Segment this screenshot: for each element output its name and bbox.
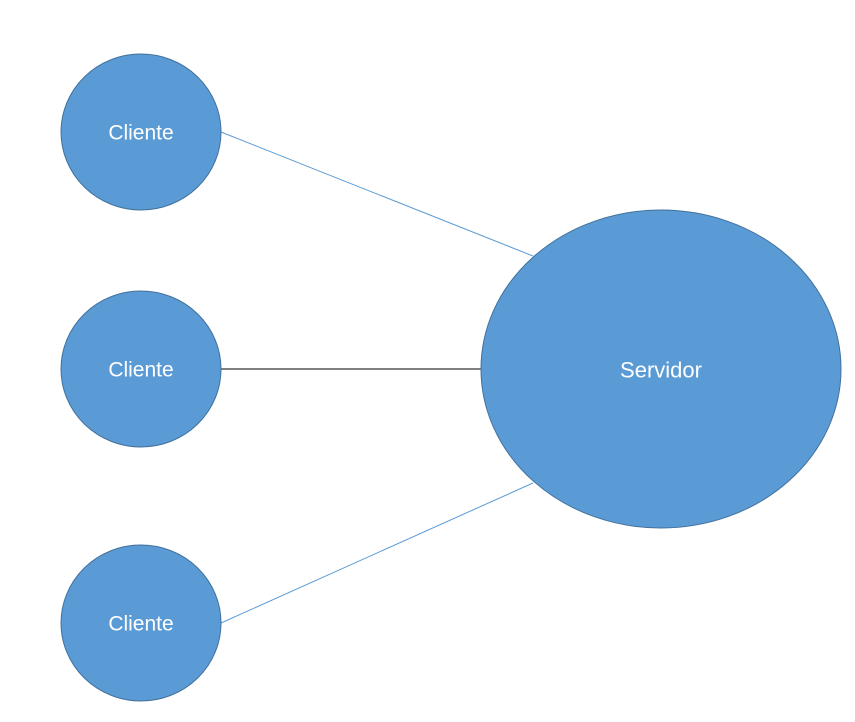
client-node-label: Cliente	[108, 359, 173, 382]
client-node: Cliente	[60, 290, 222, 448]
server-node: Servidor	[480, 209, 842, 529]
client-node-shape	[60, 53, 222, 211]
server-node-shape	[480, 209, 842, 529]
client-node: Cliente	[60, 53, 222, 211]
client-node-shape	[60, 544, 222, 702]
client-node-label: Cliente	[108, 122, 173, 145]
connector-client-3-server	[220, 482, 534, 624]
server-node-label: Servidor	[620, 358, 702, 383]
client-node-shape	[60, 290, 222, 448]
connector-client-1-server	[220, 131, 534, 257]
client-node-label: Cliente	[108, 613, 173, 636]
client-node: Cliente	[60, 544, 222, 702]
